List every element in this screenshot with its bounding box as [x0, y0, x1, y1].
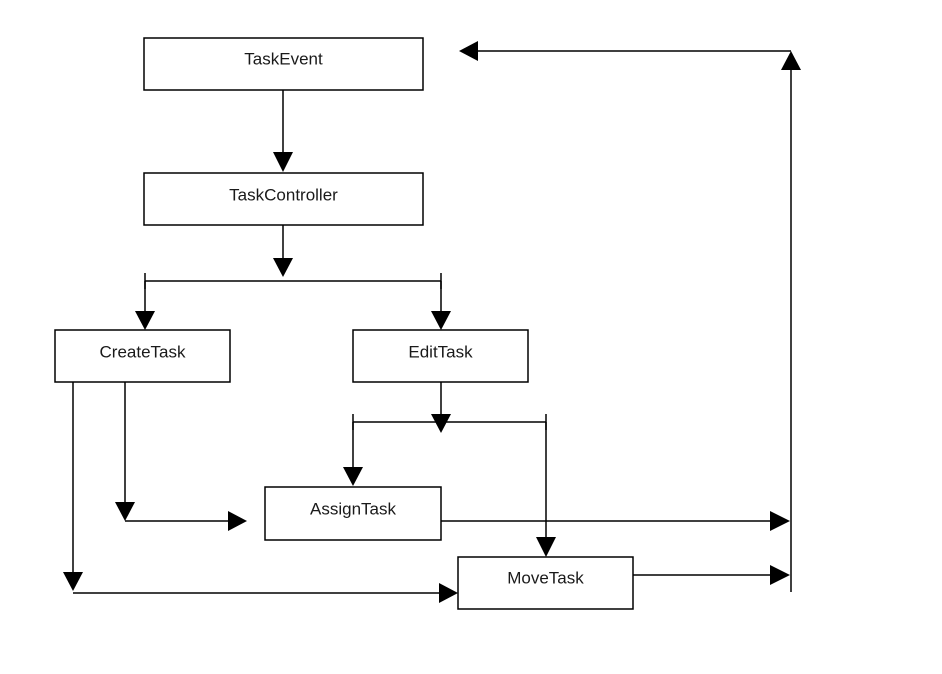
edge-movetask-to-feedback [633, 565, 790, 585]
node-taskcontroller-label: TaskController [229, 186, 338, 205]
node-edittask: EditTask [352, 329, 529, 383]
edge-edittask-split [352, 382, 547, 433]
edge-createtask-to-assigntask [115, 382, 247, 531]
edge-feedback-to-taskevent [459, 41, 801, 592]
edge-split-to-movetask [536, 422, 556, 557]
edge-split-to-edittask [431, 281, 451, 330]
node-movetask: MoveTask [457, 556, 634, 610]
node-createtask: CreateTask [54, 329, 231, 383]
edge-assigntask-to-feedback [441, 511, 790, 531]
node-movetask-label: MoveTask [507, 569, 584, 588]
node-taskcontroller: TaskController [143, 172, 424, 226]
edge-split-to-assigntask [343, 422, 363, 486]
node-taskevent: TaskEvent [143, 37, 424, 91]
node-assigntask: AssignTask [264, 486, 442, 541]
node-assigntask-label: AssignTask [310, 500, 396, 519]
node-taskevent-label: TaskEvent [244, 50, 323, 69]
edge-split-to-createtask [135, 281, 155, 330]
node-edittask-label: EditTask [408, 343, 473, 362]
edge-taskevent-to-taskcontroller [273, 90, 293, 172]
node-createtask-label: CreateTask [100, 343, 186, 362]
edge-createtask-to-movetask [63, 382, 458, 603]
edge-taskcontroller-split [144, 225, 442, 289]
